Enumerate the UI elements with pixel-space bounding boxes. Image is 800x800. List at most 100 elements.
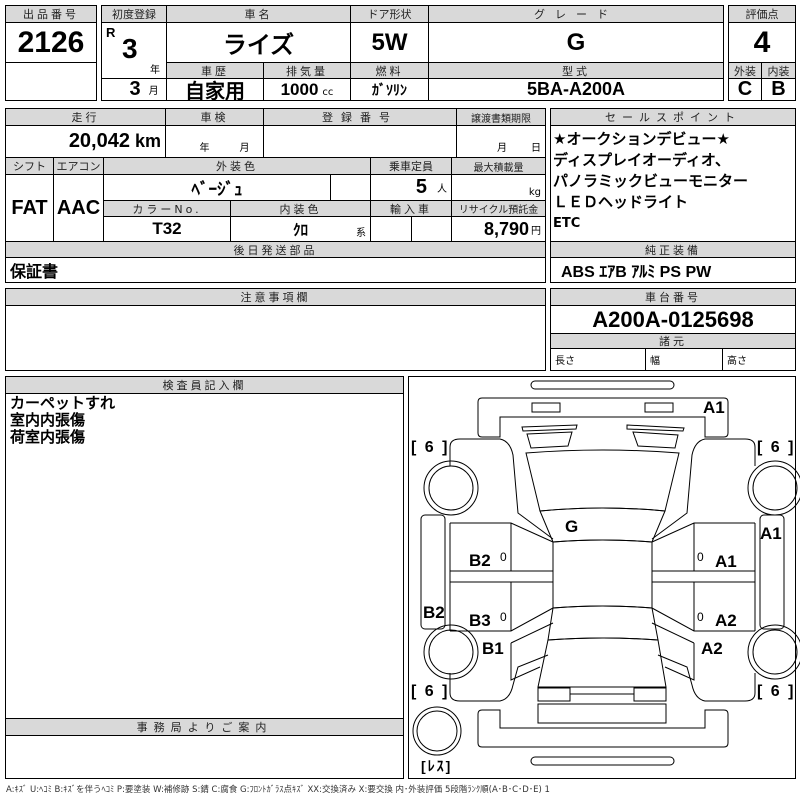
capacity-unit: 人 [437,184,447,195]
car-outline [412,380,800,766]
ext-color-extra [330,174,371,201]
damage-front-bumper: A1 [703,398,725,417]
damage-right-rocker: A1 [760,524,782,543]
ext-color-value: ﾍﾞｰｼﾞｭ [103,174,331,201]
damage-windshield: G [565,517,579,536]
inspection-cell: 年 月 [165,125,264,158]
int-color-label: 内装色 [230,200,371,217]
roof [552,539,653,609]
interior-label: 内装 [761,62,796,79]
reg-year: 3 [122,33,138,64]
displacement-unit: cc [322,87,334,98]
handle-mark: 0 [500,610,507,624]
front-bumper [477,397,729,438]
int-color-value: ｸﾛ [292,221,308,239]
fuel-label: 燃料 [350,62,429,79]
inspector-line: 荷室内張傷 [10,428,86,446]
era: R [106,25,116,40]
taillight-left [537,687,571,702]
length-label: 長さ [550,348,646,371]
wheel-rr [747,624,800,680]
office-label: 事務局よりご案内 [5,718,404,736]
max-load-label: 最大積載量 [451,157,546,175]
color-no-label: カラーNo. [103,200,231,217]
handle-mark: 0 [500,550,507,564]
registration-year-cell: R 3 年 [101,22,167,79]
sales-point-line: パノラミックビューモニター [553,172,749,190]
aircon-value: AAC [53,174,104,242]
color-no-value: T32 [103,216,231,242]
sales-point-line: ETC [553,216,581,231]
registration-label: 初度登録 [101,5,167,23]
tire-fl: [ 6 ] [411,439,450,456]
headlight-right [644,402,674,413]
damage-left-rear-door: B3 [469,611,491,630]
tire-fr: [ 6 ] [757,439,796,456]
right-front-fender [651,438,756,540]
exterior-score: C [728,78,762,101]
spec-label: 諸元 [550,333,796,349]
chassis-label: 車台番号 [550,288,796,306]
rear-window [547,605,659,641]
left-doors [449,522,554,632]
inspection-year-unit: 年 [199,143,210,154]
mileage-value: 20,042 [68,130,130,152]
int-color-suffix: 系 [356,228,366,239]
sales-point-line: ★オークションデビュー★ [553,130,730,148]
chassis-number: A200A-0125698 [550,305,796,334]
model-label: 型式 [428,62,724,79]
model-value: 5BA-A200A [428,78,724,101]
inspector-line: 室内内張傷 [10,411,86,429]
transfer-label: 譲渡書類期限 [456,108,546,126]
spare-tire-label: [ﾚｽ] [421,758,453,774]
left-quarter [510,622,554,681]
damage-right-quarter: A2 [701,639,723,658]
recycle-value: 8,790 [483,218,529,239]
width-label: 幅 [645,348,723,371]
left-rocker [420,514,446,630]
ext-color-label: 外装色 [103,157,371,175]
recycle-cell: 8,790 円 [451,216,546,242]
mileage-label: 走行 [5,108,166,126]
front-bar [530,380,675,390]
recycle-unit: 円 [531,225,541,237]
damage-left-front-door: B2 [469,551,491,570]
inspector-box: カーペットすれ 室内内張傷 荷室内張傷 [5,393,404,719]
headlight-left [531,402,561,413]
later-parts-label: 後日発送部品 [5,241,546,258]
lot-empty [5,62,97,101]
door-label: ドア形状 [350,5,429,23]
height-label: 高さ [722,348,796,371]
left-front-fender [449,438,554,540]
right-quarter [651,622,695,681]
taillight-right [633,687,667,702]
notes-label: 注意事項欄 [5,288,546,306]
reg-month: 3 [129,78,141,100]
damage-left-quarter: B1 [482,639,504,658]
displacement-label: 排気量 [263,62,351,79]
hood [525,449,680,512]
month-unit: 月 [148,86,159,97]
trunk [537,637,667,688]
aircon-label: エアコン [53,157,104,175]
notes-box [5,305,546,371]
sales-point-line: ＬＥＤヘッドライト [553,193,689,211]
int-color-cell: ｸﾛ 系 [230,216,371,242]
max-load-unit: kg [528,187,541,198]
shift-label: シフト [5,157,54,175]
rear-bumper [477,709,729,748]
damage-left-rocker: B2 [423,603,445,622]
capacity-label: 乗車定員 [370,157,452,175]
wheel-fr [747,460,800,516]
sales-point-line: ディスプレイオーディオ、 [553,151,731,169]
spare-tire [412,706,462,756]
score-value: 4 [728,22,796,63]
lot-label: 出品番号 [5,5,97,23]
damage-right-rear-door: A2 [715,611,737,630]
max-load-cell: kg [451,174,546,201]
displacement-cell: 1000 cc [263,78,351,101]
history-value: 自家用 [166,78,264,103]
lot-number: 2126 [5,22,97,63]
fuel-value: ｶﾞｿﾘﾝ [350,78,429,101]
reg-number-value [263,125,457,158]
